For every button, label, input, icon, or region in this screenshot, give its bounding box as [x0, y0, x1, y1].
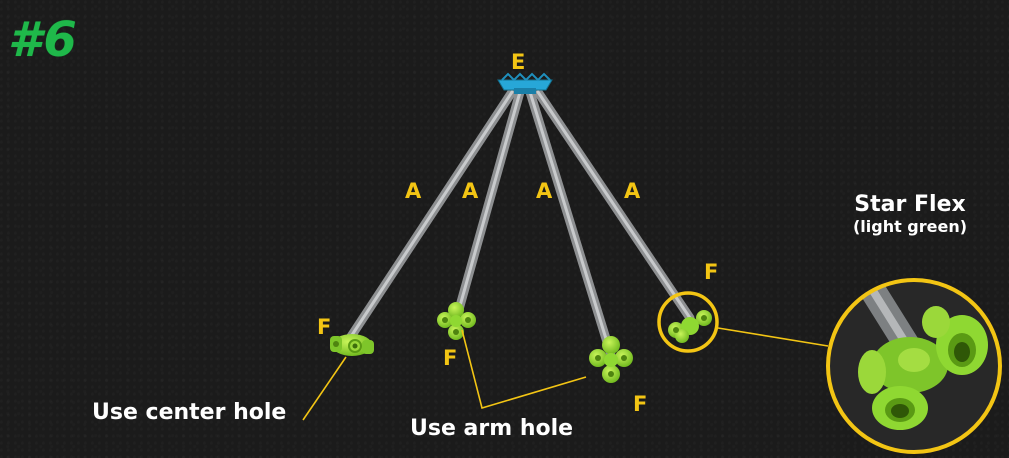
center-hole-caption: Use center hole — [92, 400, 287, 425]
zoom-leader — [717, 327, 829, 347]
star-flex-connector-4 — [668, 310, 712, 343]
star-flex-connector-2 — [437, 302, 476, 340]
rod-label-1: A — [405, 179, 422, 203]
connector-label-3: F — [633, 392, 648, 416]
detail-subtitle: (light green) — [852, 217, 968, 237]
arm-hole-leader — [461, 329, 587, 410]
callout-lines — [302, 327, 829, 421]
detail-title-block: Star Flex (light green) — [830, 192, 990, 237]
step-number: #6 — [8, 12, 79, 68]
star-flex-connector-3 — [589, 336, 633, 383]
rod-label-4: A — [624, 179, 641, 203]
arm-hole-caption: Use arm hole — [410, 416, 574, 441]
rod-label-2: A — [462, 179, 479, 203]
highlight-circle — [657, 291, 719, 353]
connector-label-2: F — [443, 346, 458, 370]
rod-label-3: A — [536, 179, 553, 203]
hub-connector — [497, 72, 553, 94]
star-flex-detail — [826, 278, 1002, 454]
connector-label-4: F — [704, 260, 719, 284]
center-hole-leader — [302, 356, 347, 421]
connector-label-1: F — [317, 315, 332, 339]
detail-title: Star Flex — [854, 192, 966, 217]
rods — [345, 87, 695, 360]
hub-label: E — [511, 50, 526, 74]
star-flex-connector-1 — [330, 334, 374, 356]
